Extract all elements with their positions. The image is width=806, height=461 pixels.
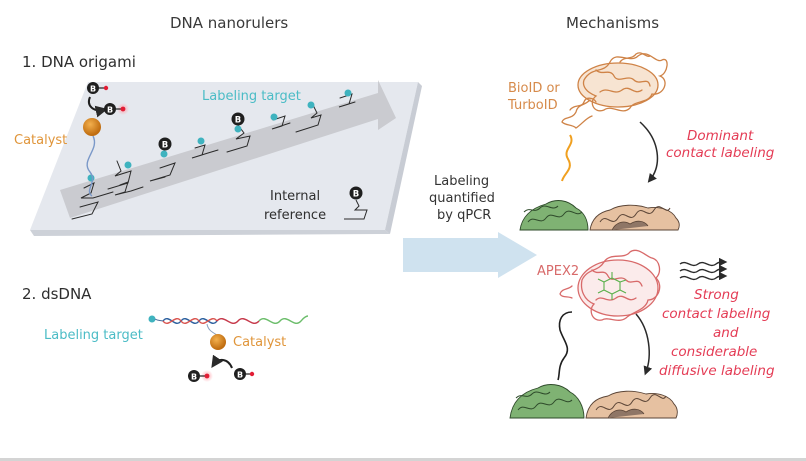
target-dot xyxy=(234,125,242,133)
heading-mechanisms: Mechanisms xyxy=(566,14,659,32)
conversion-arrow-icon xyxy=(88,96,108,118)
apex2-effect-line5: diffusive labeling xyxy=(659,363,775,379)
prey-protein-tan-2 xyxy=(585,390,678,419)
origami-target-label: Labeling target xyxy=(202,89,301,104)
dsdna-target-dot xyxy=(148,315,156,323)
bioid-label-line1: BioID or xyxy=(508,81,560,96)
activated-biotin-icon: B xyxy=(104,103,129,115)
dsdna-conversion-arrow-icon xyxy=(211,354,233,369)
apex2-linker xyxy=(557,311,573,381)
bioid-contact-arrow-icon xyxy=(639,121,659,183)
dsdna-target-linker xyxy=(154,318,164,322)
heme-cofactor xyxy=(597,272,627,300)
target-dot xyxy=(87,174,95,182)
dsdna-catalyst-linker xyxy=(206,323,218,336)
bioid-protein-structure xyxy=(561,52,668,129)
biotin-glyph: B xyxy=(191,372,197,381)
apex2-effect-line3: and xyxy=(713,325,739,341)
biotin-glyph: B xyxy=(237,370,243,379)
dsdna-helix xyxy=(162,315,309,324)
quantification-arrow xyxy=(403,232,537,278)
biotin-icon: B xyxy=(158,137,172,151)
reference-label-line2: reference xyxy=(264,208,326,223)
biotin-glyph: B xyxy=(162,141,168,151)
dsdna-target-label: Labeling target xyxy=(44,328,143,343)
target-dot xyxy=(344,89,352,97)
origami-catalyst-label: Catalyst xyxy=(14,133,67,148)
heading-dna-nanorulers: DNA nanorulers xyxy=(170,14,288,32)
dsdna-title: 2. dsDNA xyxy=(22,285,92,303)
reference-label-line1: Internal xyxy=(270,189,320,204)
qpcr-label-line1: Labeling xyxy=(434,174,489,189)
target-dot xyxy=(124,161,132,169)
catalyst-bead-icon xyxy=(83,118,101,136)
labeling-target-dots xyxy=(87,89,352,182)
bioid-effect-line1: Dominant xyxy=(687,128,754,144)
bait-protein-green xyxy=(519,200,589,231)
bioid-label-line2: TurboID xyxy=(507,98,558,113)
internal-reference-biotin-icon: B xyxy=(344,186,368,220)
dsdna-biotin-substrate-icon: B xyxy=(234,368,255,380)
apex2-protein-structure xyxy=(559,249,661,321)
distance-track-arrow xyxy=(60,80,396,218)
bait-protein-green-2 xyxy=(509,384,585,419)
prey-protein-tan xyxy=(589,204,680,231)
dsdna-catalyst-label: Catalyst xyxy=(233,335,286,350)
biotin-glyph: B xyxy=(90,84,96,93)
apex2-effect-line4: considerable xyxy=(671,344,757,360)
apex2-effect-line1: Strong xyxy=(694,287,739,303)
target-dot xyxy=(307,101,315,109)
diffusion-waves-icon xyxy=(679,257,728,281)
biotin-glyph: B xyxy=(353,190,359,200)
bioid-effect-line2: contact labeling xyxy=(666,145,775,161)
target-dot xyxy=(270,113,278,121)
apex2-effect-line2: contact labeling xyxy=(662,306,771,322)
qpcr-label-line3: by qPCR xyxy=(437,208,491,223)
qpcr-label-line2: quantified xyxy=(429,191,495,206)
bioid-linker xyxy=(561,134,573,182)
origami-title: 1. DNA origami xyxy=(22,53,136,71)
target-dot xyxy=(197,137,205,145)
catalyst-linker xyxy=(86,135,96,197)
dsdna-activated-biotin-icon: B xyxy=(188,370,213,382)
target-dot xyxy=(160,150,168,158)
biotin-substrate-icon: B xyxy=(87,82,109,94)
dsdna-catalyst-bead-icon xyxy=(210,334,226,350)
apex2-contact-arrow-icon xyxy=(635,313,653,376)
bottom-divider xyxy=(0,458,806,461)
biotin-glyph: B xyxy=(235,116,241,126)
apex2-label: APEX2 xyxy=(537,264,579,279)
biotin-glyph: B xyxy=(107,105,113,114)
biotin-icon: B xyxy=(231,112,245,126)
